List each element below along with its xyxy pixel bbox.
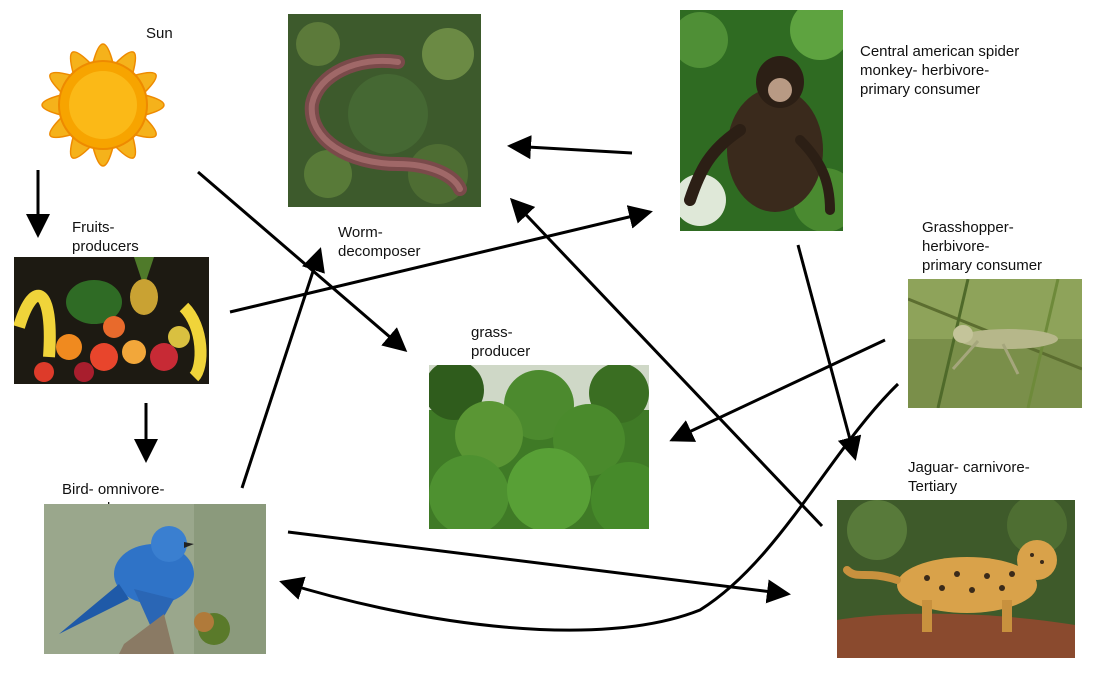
arrow-bird-to-jaguar xyxy=(287,530,791,604)
monkey-label: Central american spider monkey- herbivor… xyxy=(860,43,1020,98)
sun-icon xyxy=(41,43,165,167)
jaguar-photo xyxy=(837,500,1075,658)
arrow-fruits-to-monkey xyxy=(229,205,653,314)
worm-label: Worm- decomposer xyxy=(338,224,421,260)
sun-node xyxy=(18,20,188,190)
fruits-node xyxy=(14,257,209,384)
monkey-node xyxy=(680,10,843,231)
arrow-monkey-to-worm xyxy=(507,135,633,160)
sun-label: Sun xyxy=(146,25,173,42)
grass-photo xyxy=(429,365,649,529)
fruits-photo xyxy=(14,257,209,384)
arrow-bird-to-worm xyxy=(240,247,325,489)
bird-node xyxy=(44,504,266,654)
grasshopper-node xyxy=(908,279,1082,408)
jaguar-node xyxy=(837,500,1075,658)
grasshopper-photo xyxy=(908,279,1082,408)
worm-photo xyxy=(288,14,481,207)
spider-monkey-photo xyxy=(680,10,843,231)
fruits-label: Fruits- producers xyxy=(72,219,139,255)
arrow-grasshopper-to-grass xyxy=(669,338,886,442)
grass-label: grass- producer xyxy=(471,324,531,360)
grass-node xyxy=(429,365,649,529)
arrow-monkey-to-jaguar xyxy=(796,244,862,461)
bluebird-photo xyxy=(44,504,266,654)
grasshopper-label: Grasshopper- herbivore- primary consumer xyxy=(922,219,1043,274)
worm-node xyxy=(288,14,481,207)
jaguar-label: Jaguar- carnivore- Tertiary xyxy=(908,459,1030,495)
